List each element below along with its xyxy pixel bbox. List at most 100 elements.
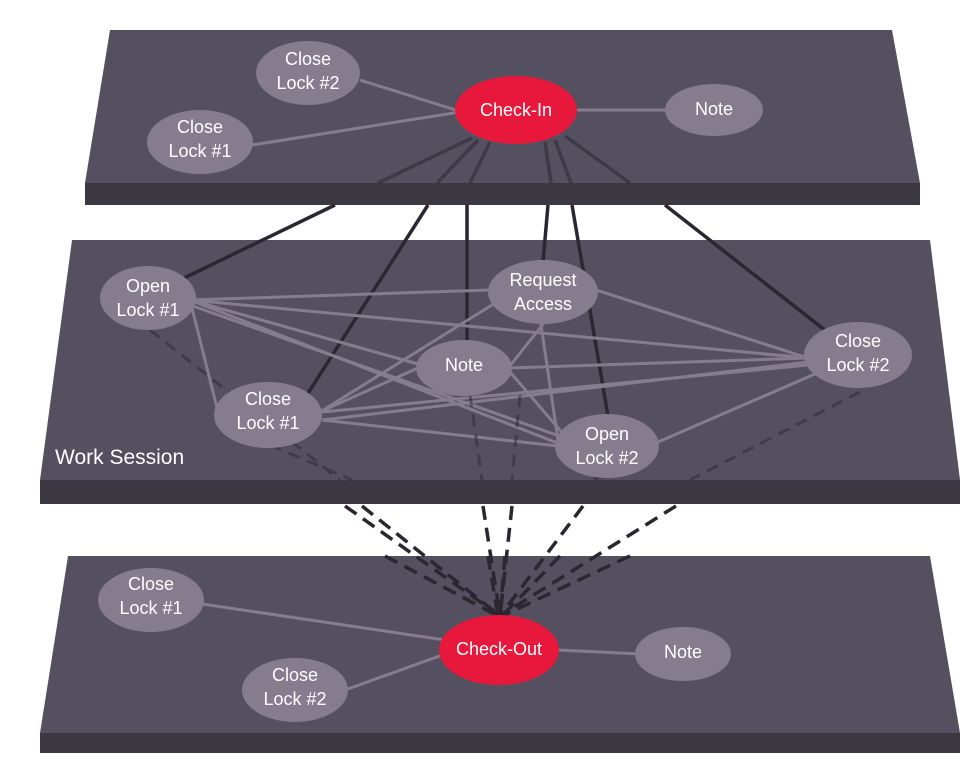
edge [595, 288, 809, 360]
top-plane-connector [377, 136, 473, 185]
node-label: Close [128, 574, 174, 594]
node-label: Close [835, 331, 881, 351]
node-label: Note [445, 355, 483, 375]
node-label: Open [126, 276, 170, 296]
node-label: Close [245, 389, 291, 409]
dashed-hint [486, 555, 500, 617]
node-bottom-note[interactable]: Note [635, 627, 731, 681]
bottom-plane-dashed-hints [384, 554, 631, 618]
node-label: Check-In [480, 100, 552, 120]
node-top-note[interactable]: Note [665, 84, 763, 136]
edge [188, 299, 220, 413]
top-layer-edge [85, 183, 920, 205]
top-plane-connector [563, 134, 632, 185]
dashed-connector [499, 504, 677, 618]
node-middle-request-access-shape [488, 260, 598, 324]
node-middle-open-lock-2-shape [555, 414, 659, 478]
node-label: Note [664, 642, 702, 662]
node-label: Lock #1 [116, 300, 179, 320]
connector-check-in-request-access [541, 204, 550, 263]
node-label: Lock #2 [826, 355, 889, 375]
top-plane-connector [468, 141, 492, 184]
edge [189, 288, 491, 302]
node-bottom-close-lock-2-shape [242, 658, 348, 722]
node-middle-close-lock-1[interactable]: Close Lock #1 [214, 382, 322, 448]
edge [509, 356, 809, 370]
node-label: Lock #1 [168, 141, 231, 161]
node-middle-close-lock-1-shape [214, 382, 322, 448]
node-check-in-shape [455, 76, 577, 144]
edge [508, 371, 567, 437]
dashed-hint [269, 443, 353, 482]
dashed-hint [500, 554, 562, 618]
edge [503, 317, 550, 373]
node-top-close-lock-2[interactable]: Close Lock #2 [256, 41, 360, 105]
node-label: Lock #2 [575, 448, 638, 468]
edge-check-out-close-lock-2 [344, 652, 446, 692]
node-label: Lock #2 [276, 73, 339, 93]
node-middle-close-lock-2[interactable]: Close Lock #2 [804, 322, 912, 388]
node-top-close-lock-1-shape [147, 110, 253, 174]
dashed-hint [468, 394, 484, 481]
edge [189, 303, 566, 440]
node-label: Close [285, 49, 331, 69]
node-middle-note[interactable]: Note [416, 340, 512, 396]
node-label: Note [695, 99, 733, 119]
dashed-hint [501, 554, 631, 618]
top-plane-connector [435, 138, 480, 185]
top-plane-connector [553, 139, 573, 184]
bottom-layer-edges [201, 602, 641, 692]
node-label: Lock #2 [263, 689, 326, 709]
node-label: Close [177, 117, 223, 137]
top-plane-inter-connectors [377, 134, 632, 185]
connector-check-in-close-lock-1 [303, 204, 430, 399]
connector-check-in-open-lock-2 [570, 204, 610, 417]
node-top-close-lock-2-shape [256, 41, 360, 105]
dashed-connector [343, 504, 502, 618]
edge-check-out-close-lock-1 [201, 602, 446, 642]
node-bottom-close-lock-1[interactable]: Close Lock #1 [98, 568, 204, 632]
edge [538, 317, 560, 441]
edge [321, 418, 559, 448]
node-top-check-in[interactable]: Check-In [455, 76, 577, 144]
node-label: Open [585, 424, 629, 444]
top-to-middle-connectors [179, 203, 837, 417]
connector-check-in-open-lock-1 [179, 203, 336, 282]
bottom-layer-edge [40, 733, 960, 753]
node-label: Lock #1 [236, 413, 299, 433]
node-middle-open-lock-1[interactable]: Open Lock #1 [100, 266, 196, 330]
node-top-note-shape [665, 84, 763, 136]
node-middle-open-lock-2[interactable]: Open Lock #2 [555, 414, 659, 478]
node-label: Close [272, 665, 318, 685]
edge [189, 298, 419, 366]
node-middle-close-lock-2-shape [804, 322, 912, 388]
middle-layer-edges [188, 288, 816, 448]
top-plane-connector [543, 141, 553, 184]
dashed-hint [498, 555, 507, 617]
dashed-connector [360, 504, 502, 618]
edge [657, 372, 816, 444]
node-check-out-shape [439, 615, 559, 685]
node-top-close-lock-1[interactable]: Close Lock #1 [147, 110, 253, 174]
node-middle-note-shape [416, 340, 512, 396]
node-label: Lock #1 [119, 598, 182, 618]
node-bottom-close-lock-2[interactable]: Close Lock #2 [242, 658, 348, 722]
node-label: Access [514, 294, 572, 314]
edge [319, 366, 419, 414]
node-bottom-close-lock-1-shape [98, 568, 204, 632]
edge-check-in-close-lock-2 [359, 78, 463, 114]
top-layer-edges [251, 78, 668, 147]
edge-check-in-close-lock-1 [251, 110, 461, 147]
node-label: Check-Out [456, 639, 542, 659]
connector-check-in-close-lock-2 [663, 203, 837, 340]
middle-layer-edge [40, 480, 960, 504]
edge [319, 298, 501, 414]
dashed-hint [689, 390, 861, 482]
dashed-hint [510, 394, 522, 481]
node-middle-request-access[interactable]: Request Access [488, 260, 598, 324]
edge [189, 298, 809, 360]
edge-check-out-note [557, 648, 641, 656]
node-bottom-check-out[interactable]: Check-Out [439, 615, 559, 685]
node-label: Request [509, 270, 576, 290]
